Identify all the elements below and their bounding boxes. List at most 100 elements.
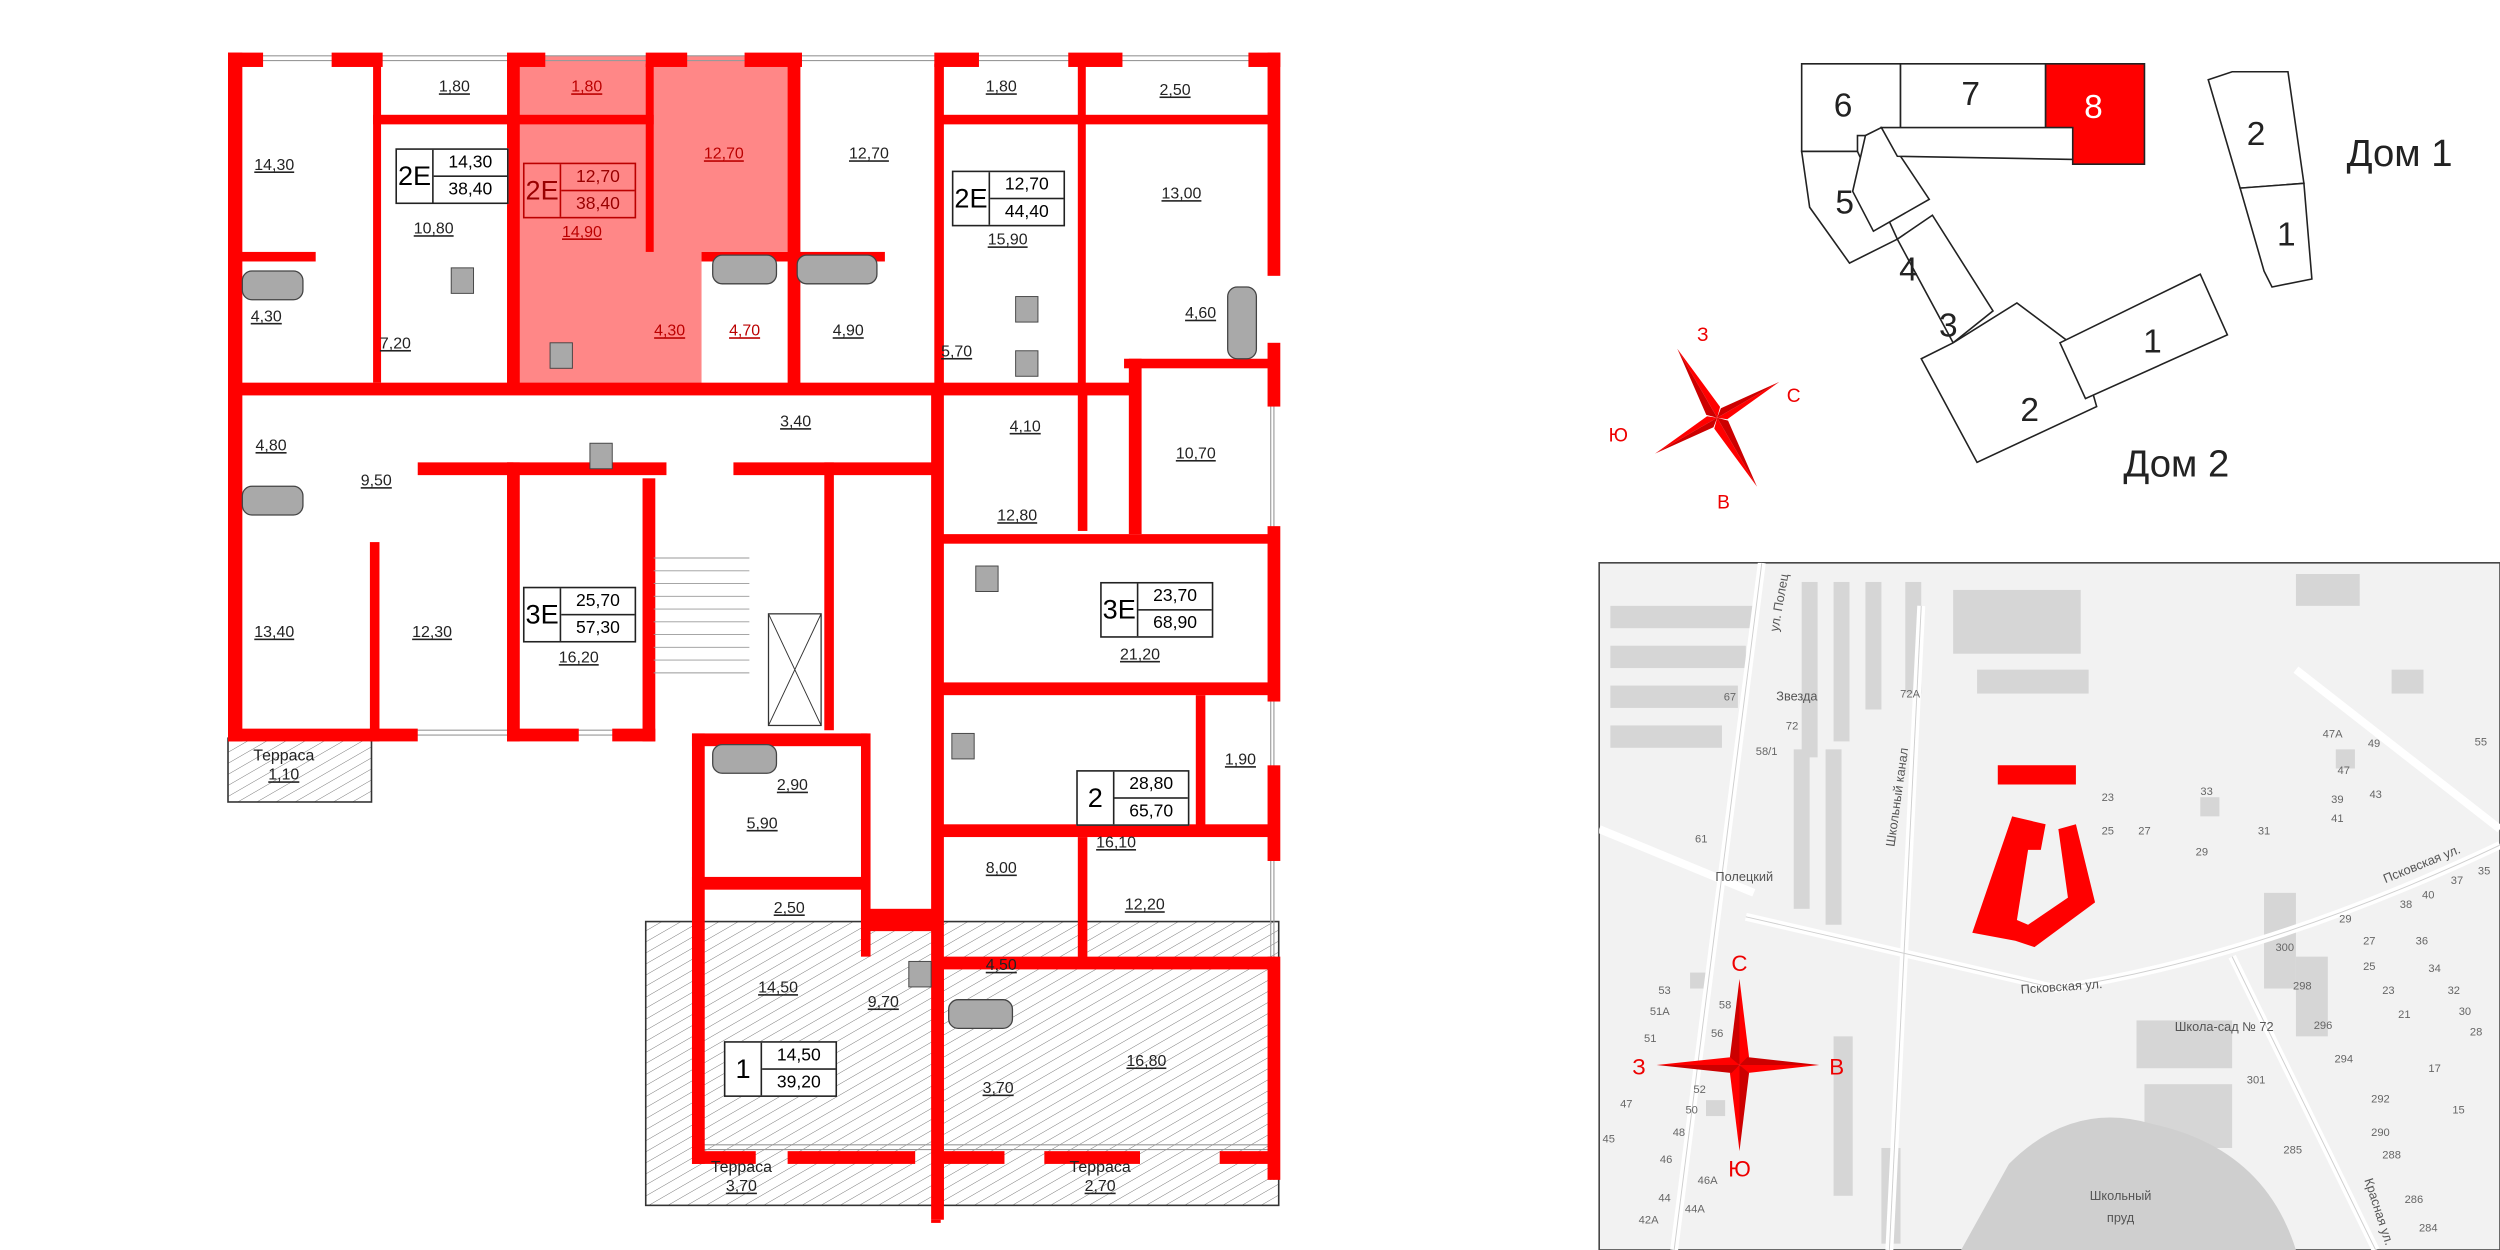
living-area: 23,70 [1138,584,1212,611]
room-area-label: 2,90 [776,777,808,795]
wall [940,1151,1005,1164]
wall [227,382,1137,396]
compass-letter: Ю [1728,1155,1751,1182]
compass-icon [1655,348,1780,487]
map-road-edge [1673,562,1763,1250]
wall [1195,695,1206,831]
wall [507,462,667,476]
wall [1077,63,1086,391]
house-number: 25 [2101,826,2115,838]
room-area-label: 14,50 [758,979,799,998]
map-building [2295,956,2328,1037]
stove-icon [1015,350,1039,377]
apartment-type: 2Е [397,149,434,203]
house-number: 29 [2195,847,2209,859]
compass-ray [1656,1057,1740,1066]
room-area-label: 12,70 [703,145,744,164]
section-number[interactable]: 7 [1961,76,1980,114]
house-number: 47А [2322,729,2343,741]
house-number: 292 [2371,1094,2390,1106]
house-number: 298 [2292,981,2312,993]
house-number: 45 [1602,1134,1615,1146]
terrace-area-value: 3,70 [725,1178,757,1196]
wall [331,52,383,67]
wall [1077,837,1088,965]
map-building [1865,581,1882,710]
wall [691,733,705,1164]
wall [787,1151,916,1164]
house-number: 47 [2337,766,2350,778]
wall [1077,114,1270,125]
map-building [2200,797,2220,817]
map-building [2391,669,2424,694]
wall [824,462,834,731]
wall [373,114,509,125]
bathtub-icon [241,270,304,301]
wall [513,114,654,125]
building-label: Дом 2 [2123,443,2230,487]
wall [507,728,579,742]
bathtub-icon [712,254,778,285]
apartment-type: 3Е [525,588,562,641]
compass-ray [1739,1065,1820,1074]
house-number: 35 [2477,866,2491,878]
section-number[interactable]: 1 [2143,323,2162,361]
house-number: 58/1 [1755,746,1778,759]
compass-letter: В [1829,1053,1845,1080]
terrace-name: Терраса [710,1159,772,1177]
terrace-area [227,737,373,803]
wall [744,52,802,67]
location-map [1598,562,2500,1250]
wall [691,876,868,890]
section-number[interactable]: 5 [1835,184,1855,222]
stove-icon [549,342,573,369]
compass-ray [1677,348,1718,418]
living-area: 14,50 [762,1043,836,1070]
room-area-label: 12,30 [412,624,453,642]
section-number[interactable]: 2 [2020,392,2039,429]
house-number: 56 [1710,1029,1724,1041]
map-building [1610,725,1722,748]
bathtub-icon [241,485,304,516]
house-number: 27 [2363,936,2376,948]
wall [940,956,1276,970]
house-number: 55 [2474,737,2488,749]
wall [642,478,656,742]
dom1-section [2207,70,2305,189]
room-area-label: 15,90 [987,231,1028,250]
elevator-shaft [767,613,822,727]
wall [1077,390,1088,531]
house-number: 50 [1685,1105,1698,1117]
room-area-label: 7,20 [379,335,411,354]
section-number[interactable]: 8 [2084,89,2103,126]
section-number[interactable]: 6 [1833,87,1853,125]
compass-ray [1739,978,1750,1066]
room-area-label: 3,40 [780,413,812,432]
house-number: 296 [2313,1021,2333,1033]
wall [733,462,941,476]
house-number: 286 [2404,1195,2424,1207]
section-number[interactable]: 4 [1899,251,1918,289]
wall [931,390,944,1220]
section-number[interactable]: 1 [2277,216,2296,254]
house-number: 36 [2415,936,2429,948]
apartment-type: 1 [725,1042,763,1096]
room-area-label: 1,90 [1224,751,1256,770]
wall [369,728,418,742]
house-number: 285 [2283,1145,2303,1157]
living-area: 12,70 [561,164,635,192]
wall [1124,358,1276,369]
section-number[interactable]: 3 [1939,307,1958,345]
house-number: 284 [2418,1223,2438,1235]
section-number[interactable]: 2 [2246,116,2266,154]
